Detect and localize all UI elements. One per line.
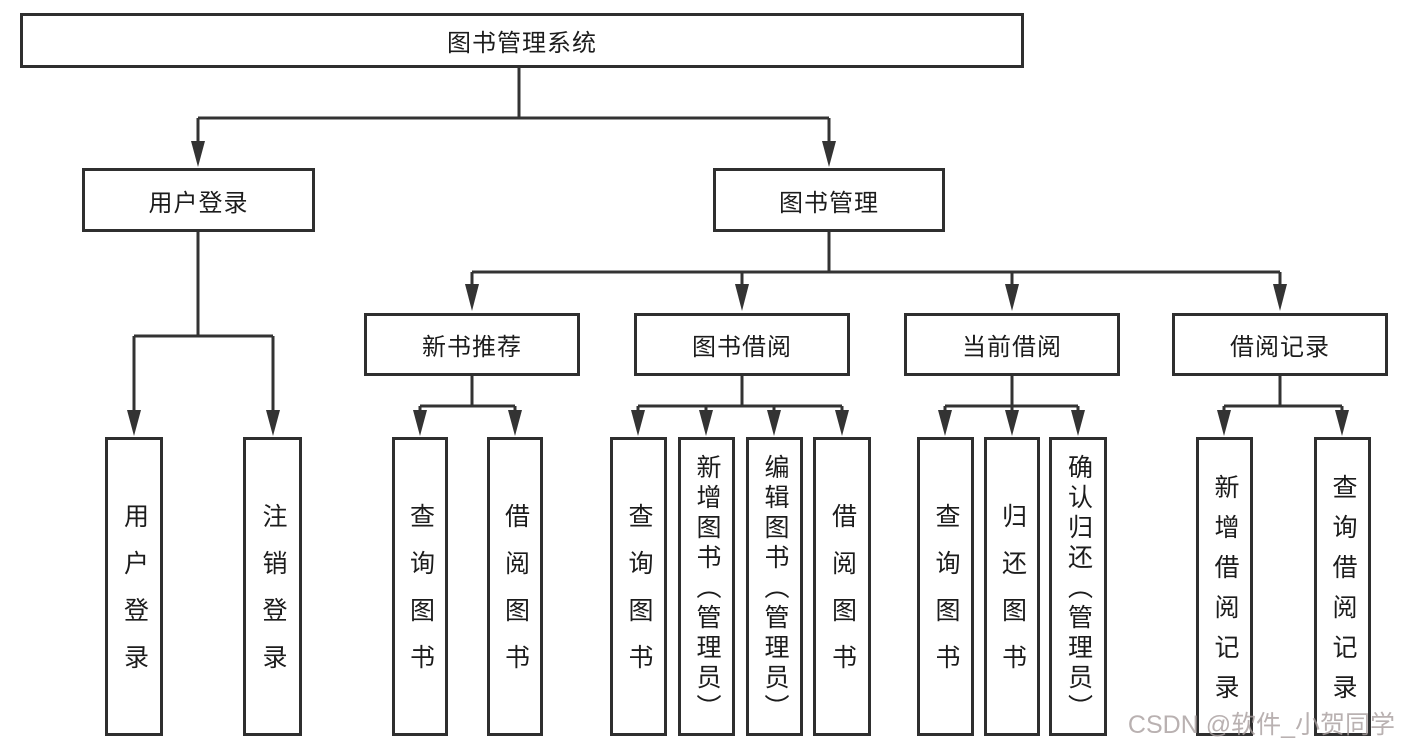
node-label: 新增图书（管理员） <box>693 454 721 724</box>
node-label: 确认归还（管理员） <box>1064 454 1093 724</box>
node-label: 借阅图书 <box>501 502 530 691</box>
arrowhead <box>1217 410 1231 436</box>
arrowhead <box>1071 410 1085 436</box>
arrowhead <box>835 410 849 436</box>
node-label: 新增借阅记录 <box>1211 473 1239 714</box>
arrowhead <box>1335 410 1349 436</box>
arrowhead <box>413 410 427 436</box>
node-borrow-books-1: 借阅图书 <box>487 437 543 736</box>
arrowheads-book-management <box>465 284 1287 311</box>
connector-book-management <box>470 232 1282 286</box>
node-query-books-2: 查询图书 <box>610 437 667 736</box>
node-borrowing-records: 借阅记录 <box>1172 313 1388 376</box>
arrowhead <box>1005 284 1019 311</box>
arrowheads-user-login <box>127 410 280 436</box>
node-label: 借阅图书 <box>828 502 857 691</box>
arrowhead <box>767 410 781 436</box>
node-label: 归还图书 <box>998 502 1027 691</box>
node-label: 查询图书 <box>406 502 435 691</box>
node-user-login-leaf: 用户登录 <box>105 437 163 736</box>
node-label: 图书借阅 <box>692 334 792 361</box>
connector-new-book-recommend <box>418 376 517 412</box>
arrowhead <box>191 141 205 167</box>
node-new-book-recommend: 新书推荐 <box>364 313 580 376</box>
node-logout: 注销登录 <box>243 437 302 736</box>
node-label: 新书推荐 <box>422 334 522 361</box>
node-confirm-return-admin: 确认归还（管理员） <box>1049 437 1107 736</box>
node-label: 查询借阅记录 <box>1329 473 1357 714</box>
arrowheads-borrowing-records <box>1217 410 1349 436</box>
node-label: 图书管理 <box>779 189 879 217</box>
node-book-borrowing: 图书借阅 <box>634 313 850 376</box>
connector-book-borrowing <box>636 376 844 412</box>
connector-borrowing-records <box>1222 376 1344 412</box>
arrowhead <box>938 410 952 436</box>
arrowhead <box>699 410 713 436</box>
arrowheads-current-borrowing <box>938 410 1085 436</box>
connector-root <box>196 68 831 143</box>
arrowhead <box>1005 410 1019 436</box>
connector-user-login <box>132 232 275 412</box>
node-book-management: 图书管理 <box>713 168 945 232</box>
node-label: 用户登录 <box>120 502 149 691</box>
node-return-books: 归还图书 <box>984 437 1040 736</box>
node-label: 查询图书 <box>625 502 653 691</box>
node-label: 注销登录 <box>259 502 287 691</box>
node-add-borrow-record: 新增借阅记录 <box>1196 437 1253 736</box>
arrowhead <box>508 410 522 436</box>
node-library-system: 图书管理系统 <box>20 13 1024 68</box>
node-edit-books-admin: 编辑图书（管理员） <box>746 437 803 736</box>
arrowhead <box>1273 284 1287 311</box>
arrowhead <box>822 141 836 167</box>
node-label: 查询图书 <box>932 502 960 691</box>
connector-current-borrowing <box>943 376 1080 412</box>
arrowhead <box>465 284 479 311</box>
node-query-books-1: 查询图书 <box>392 437 448 736</box>
arrowhead <box>735 284 749 311</box>
node-user-login: 用户登录 <box>82 168 315 232</box>
node-borrow-books-2: 借阅图书 <box>813 437 871 736</box>
node-query-books-3: 查询图书 <box>917 437 974 736</box>
node-query-borrow-record: 查询借阅记录 <box>1314 437 1371 736</box>
node-label: 编辑图书（管理员） <box>761 454 789 724</box>
node-label: 借阅记录 <box>1230 334 1330 361</box>
node-label: 用户登录 <box>148 189 249 217</box>
node-label: 当前借阅 <box>962 334 1062 361</box>
arrowheads-book-borrowing <box>631 410 849 436</box>
node-add-books-admin: 新增图书（管理员） <box>678 437 735 736</box>
arrowhead <box>127 410 141 436</box>
arrowhead <box>631 410 645 436</box>
arrowhead <box>266 410 280 436</box>
node-label: 图书管理系统 <box>447 30 597 57</box>
arrowheads-root <box>191 141 836 167</box>
arrowheads-new-book-recommend <box>413 410 522 436</box>
node-current-borrowing: 当前借阅 <box>904 313 1120 376</box>
